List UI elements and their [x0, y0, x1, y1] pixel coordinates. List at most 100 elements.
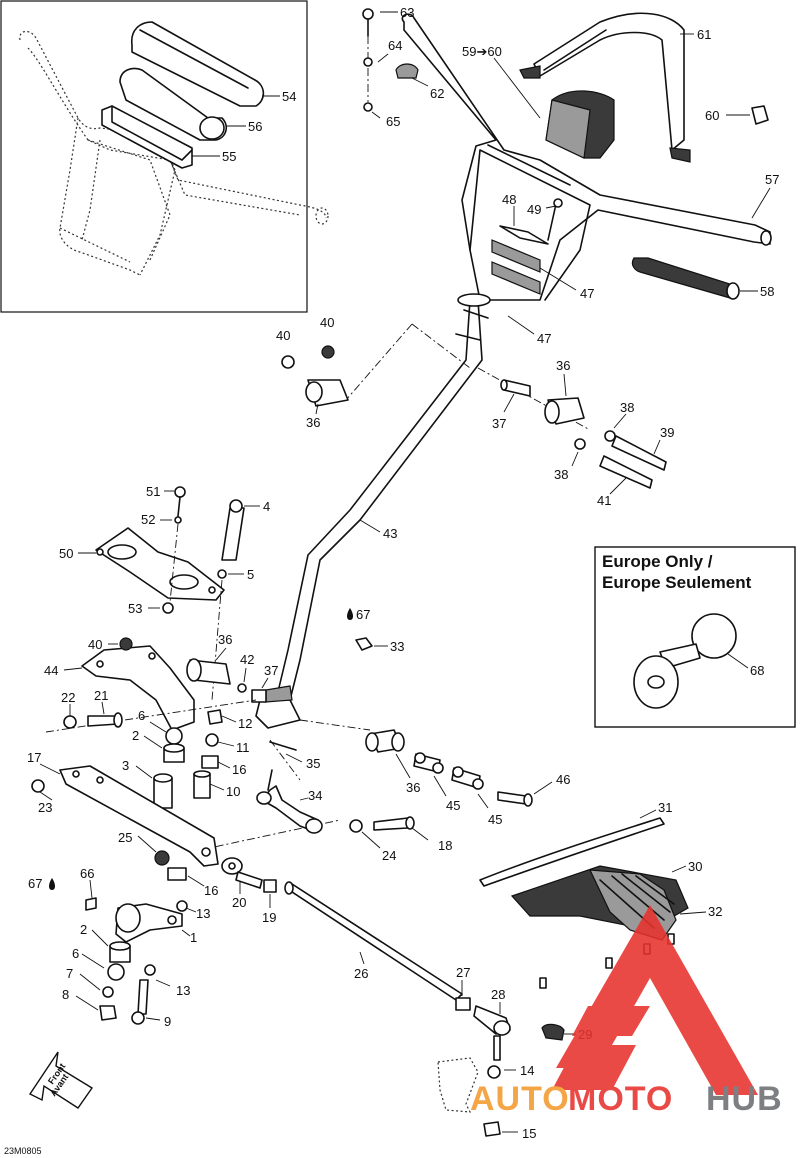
callout-30[interactable]: 30: [688, 859, 702, 874]
callout-13a[interactable]: 13: [196, 906, 210, 921]
callout-15[interactable]: 15: [522, 1126, 536, 1141]
upper-support-right: 37 36 38 39 38 41: [492, 358, 674, 508]
callout-27[interactable]: 27: [456, 965, 470, 980]
callout-6a[interactable]: 6: [138, 708, 145, 723]
pitman-arm-assembly: 22 21 6 2 3 12 11 16 10: [27, 688, 252, 1029]
callout-36b[interactable]: 36: [556, 358, 570, 373]
callout-8[interactable]: 8: [62, 987, 69, 1002]
watermark-moto: MOTO: [568, 1080, 673, 1118]
callout-59-60[interactable]: 59➔60: [462, 44, 502, 59]
link-chain-right: 36 45 45 46: [365, 729, 570, 827]
bar-pad-61: 61 60: [519, 12, 769, 163]
callout-43[interactable]: 43: [383, 526, 397, 541]
bracket-50-group: 51 52 50 53 4 5: [59, 484, 270, 701]
callout-62[interactable]: 62: [430, 86, 444, 101]
callout-37b[interactable]: 37: [264, 663, 278, 678]
callout-61[interactable]: 61: [697, 27, 711, 42]
front-arrow: Front Avant: [28, 1051, 94, 1109]
steering-column: 43: [255, 293, 591, 729]
bracket-44-group: 44 40 36 42 37: [44, 632, 278, 731]
callout-38a[interactable]: 38: [620, 400, 634, 415]
upper-support-left: 40 40 36: [276, 315, 349, 430]
callout-46[interactable]: 46: [556, 772, 570, 787]
callout-37a[interactable]: 37: [492, 416, 506, 431]
callout-21[interactable]: 21: [94, 688, 108, 703]
callout-14[interactable]: 14: [520, 1063, 534, 1078]
callout-19[interactable]: 19: [262, 910, 276, 925]
callout-2b[interactable]: 2: [80, 922, 87, 937]
callout-48[interactable]: 48: [502, 192, 516, 207]
callout-67a[interactable]: 67: [356, 607, 370, 622]
callout-40c[interactable]: 40: [88, 637, 102, 652]
callout-25[interactable]: 25: [118, 830, 132, 845]
callout-51[interactable]: 51: [146, 484, 160, 499]
callout-4[interactable]: 4: [263, 499, 270, 514]
callout-6b[interactable]: 6: [72, 946, 79, 961]
callout-36a[interactable]: 36: [306, 415, 320, 430]
callout-26[interactable]: 26: [354, 966, 368, 981]
callout-44[interactable]: 44: [44, 663, 58, 678]
callout-49[interactable]: 49: [527, 202, 541, 217]
callout-34[interactable]: 34: [308, 788, 322, 803]
callout-9[interactable]: 9: [164, 1014, 171, 1029]
callout-50[interactable]: 50: [59, 546, 73, 561]
callout-1[interactable]: 1: [190, 930, 197, 945]
callout-53[interactable]: 53: [128, 601, 142, 616]
callout-45a[interactable]: 45: [446, 798, 460, 813]
callout-58[interactable]: 58: [760, 284, 774, 299]
callout-32[interactable]: 32: [708, 904, 722, 919]
callout-11[interactable]: 11: [236, 740, 250, 755]
callout-36d[interactable]: 36: [406, 780, 420, 795]
callout-17[interactable]: 17: [27, 750, 41, 765]
callout-67b[interactable]: 67: [28, 876, 42, 891]
callout-54[interactable]: 54: [282, 89, 296, 104]
callout-28[interactable]: 28: [491, 987, 505, 1002]
oil-drop-icon: [347, 608, 353, 620]
callout-63[interactable]: 63: [400, 5, 414, 20]
callout-40b[interactable]: 40: [320, 315, 334, 330]
europe-only-title-line1: Europe Only /: [602, 552, 713, 571]
nut-33: 33 67: [347, 607, 404, 654]
callout-60[interactable]: 60: [705, 108, 719, 123]
callout-23[interactable]: 23: [38, 800, 52, 815]
drag-link-34: 35 34 24 18: [256, 741, 452, 863]
callout-5[interactable]: 5: [247, 567, 254, 582]
callout-40a[interactable]: 40: [276, 328, 290, 343]
callout-7[interactable]: 7: [66, 966, 73, 981]
oil-drop-icon-2: [49, 878, 55, 890]
callout-65[interactable]: 65: [386, 114, 400, 129]
europe-only-inset: Europe Only / Europe Seulement 68: [594, 546, 796, 728]
callout-42[interactable]: 42: [240, 652, 254, 667]
callout-56[interactable]: 56: [248, 119, 262, 134]
callout-16b[interactable]: 16: [204, 883, 218, 898]
callout-52[interactable]: 52: [141, 512, 155, 527]
callout-12[interactable]: 12: [238, 716, 252, 731]
callout-55[interactable]: 55: [222, 149, 236, 164]
callout-13b[interactable]: 13: [176, 983, 190, 998]
callout-47b[interactable]: 47: [537, 331, 551, 346]
callout-22[interactable]: 22: [61, 690, 75, 705]
callout-16a[interactable]: 16: [232, 762, 246, 777]
callout-38b[interactable]: 38: [554, 467, 568, 482]
callout-66[interactable]: 66: [80, 866, 94, 881]
callout-57[interactable]: 57: [765, 172, 779, 187]
callout-35[interactable]: 35: [306, 756, 320, 771]
callout-10[interactable]: 10: [226, 784, 240, 799]
callout-36c[interactable]: 36: [218, 632, 232, 647]
callout-3[interactable]: 3: [122, 758, 129, 773]
callout-45b[interactable]: 45: [488, 812, 502, 827]
bolt-clamp-group: 63 64 62 65: [362, 5, 444, 129]
callout-24[interactable]: 24: [382, 848, 396, 863]
callout-33[interactable]: 33: [390, 639, 404, 654]
callout-64[interactable]: 64: [388, 38, 402, 53]
callout-20[interactable]: 20: [232, 895, 246, 910]
callout-68[interactable]: 68: [750, 663, 764, 678]
callout-39[interactable]: 39: [660, 425, 674, 440]
callout-41[interactable]: 41: [597, 493, 611, 508]
diagram-code: 23M0805: [4, 1146, 42, 1156]
callout-18[interactable]: 18: [438, 838, 452, 853]
callout-2a[interactable]: 2: [132, 728, 139, 743]
watermark-hub: HUB: [706, 1080, 783, 1118]
callout-47a[interactable]: 47: [580, 286, 594, 301]
callout-31[interactable]: 31: [658, 800, 672, 815]
